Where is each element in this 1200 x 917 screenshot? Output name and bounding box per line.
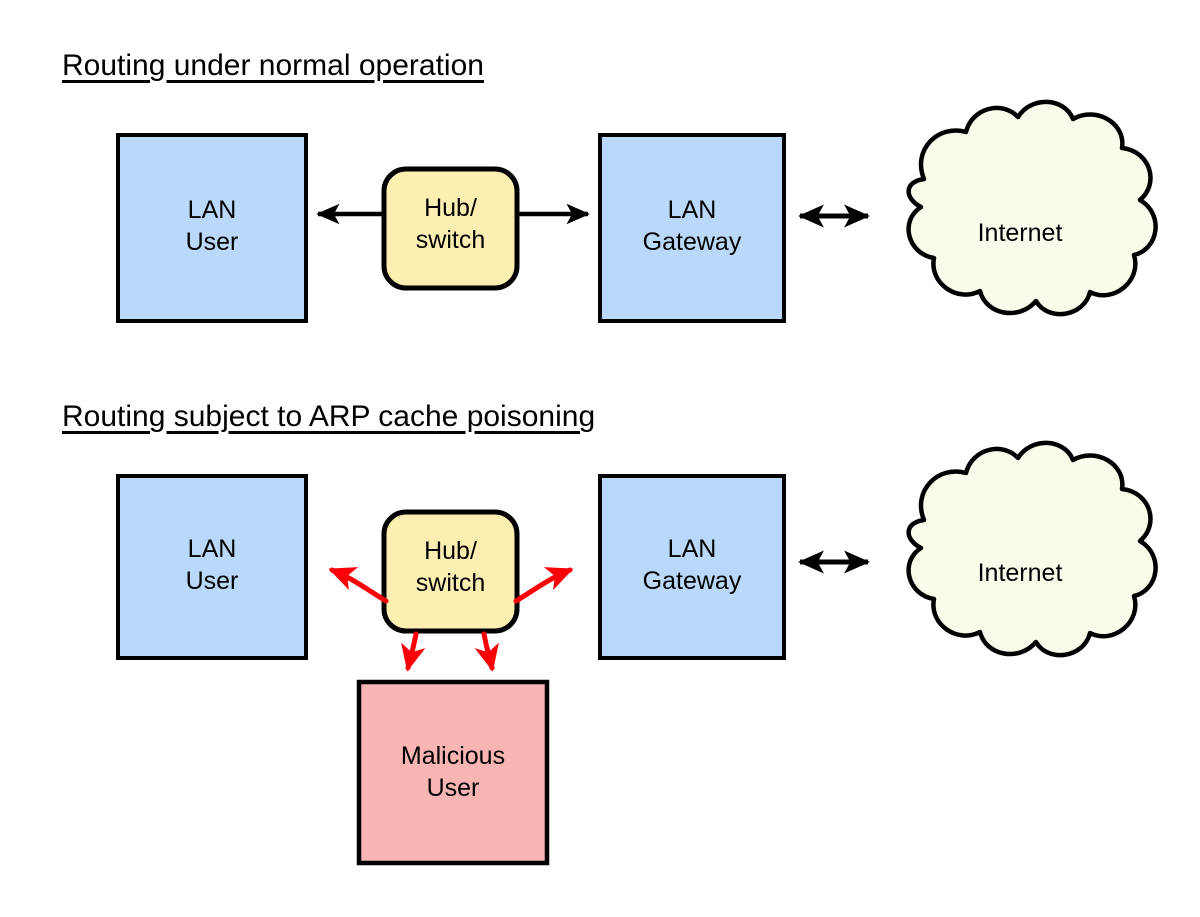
hub-switch-box-bottom[interactable] (381, 509, 520, 634)
attack-arrow-hub-to-malicious-right (474, 631, 499, 672)
lan-gateway-box-top[interactable] (598, 133, 786, 323)
attack-arrow-hub-to-gateway (513, 567, 574, 604)
attack-arrow-hub-to-malicious-left (401, 631, 426, 672)
attack-arrow-hub-to-user (328, 567, 389, 604)
normal-operation-group (116, 99, 1158, 323)
internet-cloud-bottom[interactable] (906, 440, 1158, 658)
hub-switch-box-top[interactable] (381, 166, 520, 291)
page-title-arp-poisoning: Routing subject to ARP cache poisoning (62, 400, 596, 433)
lan-user-box-top[interactable] (116, 133, 308, 323)
arp-poisoning-group (116, 440, 1158, 866)
lan-gateway-box-bottom[interactable] (598, 474, 786, 660)
internet-cloud-top[interactable] (906, 99, 1158, 317)
malicious-user-box[interactable] (356, 679, 550, 866)
page-title-normal-operation: Routing under normal operation (62, 49, 484, 82)
lan-user-box-bottom[interactable] (116, 474, 308, 660)
